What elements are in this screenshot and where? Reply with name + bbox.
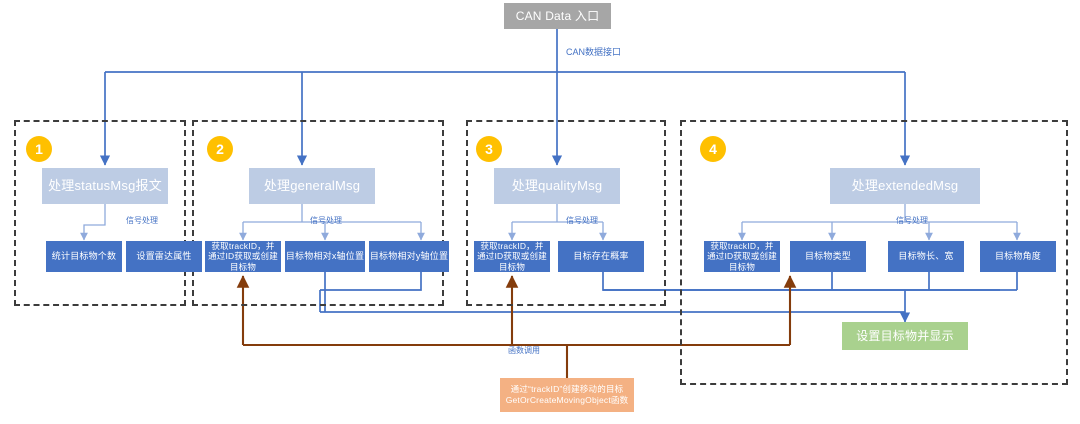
group-4-item-2[interactable]: 目标物长、宽 — [888, 241, 964, 272]
group-header-1[interactable]: 处理statusMsg报文 — [42, 168, 168, 204]
entry-node[interactable]: CAN Data 入口 — [504, 3, 611, 29]
edge-label-signal-3: 信号处理 — [566, 216, 598, 225]
output-node[interactable]: 设置目标物并显示 — [842, 322, 968, 350]
edge-label-function-call: 函数调用 — [508, 346, 540, 355]
edge-label-can-interface: CAN数据接口 — [566, 47, 622, 57]
group-frame-1 — [14, 120, 186, 306]
group-frame-3 — [466, 120, 666, 306]
group-header-4[interactable]: 处理extendedMsg — [830, 168, 980, 204]
group-2-item-1[interactable]: 目标物相对x轴位置 — [285, 241, 365, 272]
group-4-item-1[interactable]: 目标物类型 — [790, 241, 866, 272]
group-badge-3: 3 — [476, 136, 502, 162]
group-badge-2: 2 — [207, 136, 233, 162]
function-call-node[interactable]: 通过“trackID”创建移动的目标 GetOrCreateMovingObje… — [500, 378, 634, 412]
group-3-item-1[interactable]: 目标存在概率 — [558, 241, 644, 272]
group-1-item-0[interactable]: 统计目标物个数 — [46, 241, 122, 272]
group-3-item-0[interactable]: 获取trackID，并通过ID获取或创建目标物 — [474, 241, 550, 272]
group-badge-4: 4 — [700, 136, 726, 162]
group-2-item-2[interactable]: 目标物相对y轴位置 — [369, 241, 449, 272]
function-call-line-2: GetOrCreateMovingObject函数 — [505, 395, 629, 405]
group-4-item-0[interactable]: 获取trackID，并通过ID获取或创建目标物 — [704, 241, 780, 272]
edge-label-signal-4: 信号处理 — [896, 216, 928, 225]
group-badge-1: 1 — [26, 136, 52, 162]
edge-label-signal-1: 信号处理 — [126, 216, 158, 225]
group-frame-4 — [680, 120, 1068, 385]
group-frame-2 — [192, 120, 444, 306]
edge-label-signal-2: 信号处理 — [310, 216, 342, 225]
function-call-line-1: 通过“trackID”创建移动的目标 — [510, 384, 624, 395]
group-2-item-0[interactable]: 获取trackID，并通过ID获取或创建目标物 — [205, 241, 281, 272]
group-4-item-3[interactable]: 目标物角度 — [980, 241, 1056, 272]
group-1-item-1[interactable]: 设置雷达属性 — [126, 241, 202, 272]
group-header-2[interactable]: 处理generalMsg — [249, 168, 375, 204]
group-header-3[interactable]: 处理qualityMsg — [494, 168, 620, 204]
